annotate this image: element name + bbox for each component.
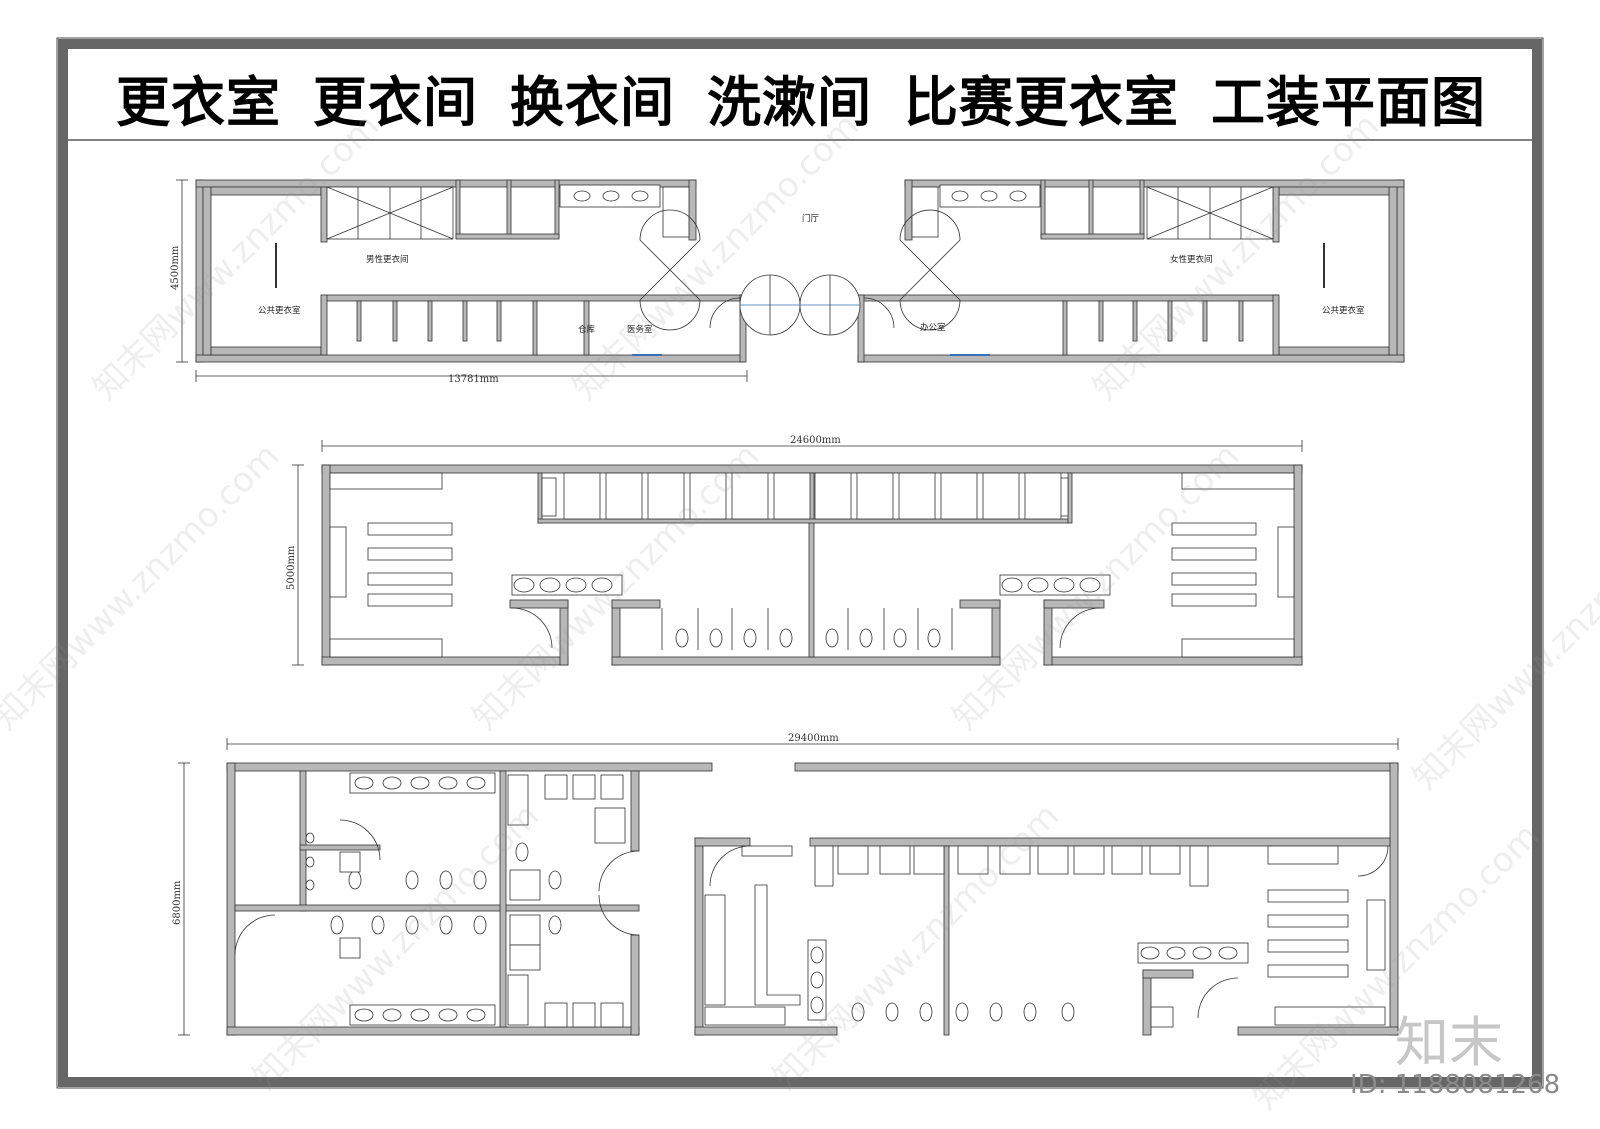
sheet-frame bbox=[58, 39, 1542, 1087]
plan-3 bbox=[226, 762, 1399, 1036]
title-segment-2: 更衣间 bbox=[313, 70, 478, 134]
plan-1-height-dimension: 4500mm bbox=[170, 245, 181, 290]
plan-1-dimensions bbox=[176, 179, 748, 382]
room-label-storage: 仓库 bbox=[578, 324, 596, 335]
room-label-women-changing: 女性更衣间 bbox=[1170, 254, 1213, 265]
plan-3-dimensions bbox=[178, 738, 1399, 1036]
title-segment-3: 换衣间 bbox=[510, 70, 675, 134]
plan-2 bbox=[321, 464, 1303, 666]
plan-1-width-dimension: 13781mm bbox=[448, 374, 499, 385]
room-label-men-changing: 男性更衣间 bbox=[366, 254, 409, 265]
sheet-outer-border bbox=[56, 37, 1544, 1089]
room-label-public-right: 公共更衣室 bbox=[1322, 305, 1365, 316]
plan-3-height-dimension: 6800mm bbox=[172, 880, 183, 925]
watermark-logo: 知末 bbox=[1395, 1011, 1503, 1074]
page-title: 更衣室 更衣间 换衣间 洗漱间 比赛更衣室 工装平面图 bbox=[72, 54, 1530, 140]
room-label-medical: 医务室 bbox=[627, 324, 653, 335]
room-label-public-left: 公共更衣室 bbox=[258, 305, 301, 316]
plan-2-dimensions bbox=[292, 440, 1303, 666]
plan-2-fixtures bbox=[511, 472, 1101, 650]
image-id-label: ID: 1188081268 bbox=[1350, 1070, 1561, 1100]
title-segment-5: 比赛更衣室 bbox=[904, 70, 1179, 134]
room-label-office: 办公室 bbox=[920, 322, 946, 333]
plan-1 bbox=[195, 179, 1405, 363]
plan-3-fixtures bbox=[234, 772, 1389, 1028]
plan-3-width-dimension: 29400mm bbox=[788, 733, 839, 744]
room-label-lobby: 门厅 bbox=[802, 213, 820, 224]
title-segment-4: 洗漱间 bbox=[707, 70, 872, 134]
plan-2-height-dimension: 5000mm bbox=[286, 545, 297, 590]
plan-2-width-dimension: 24600mm bbox=[790, 435, 841, 446]
title-segment-6: 工装平面图 bbox=[1211, 70, 1486, 134]
title-segment-1: 更衣室 bbox=[116, 70, 281, 134]
plan-1-doors bbox=[275, 209, 1325, 356]
